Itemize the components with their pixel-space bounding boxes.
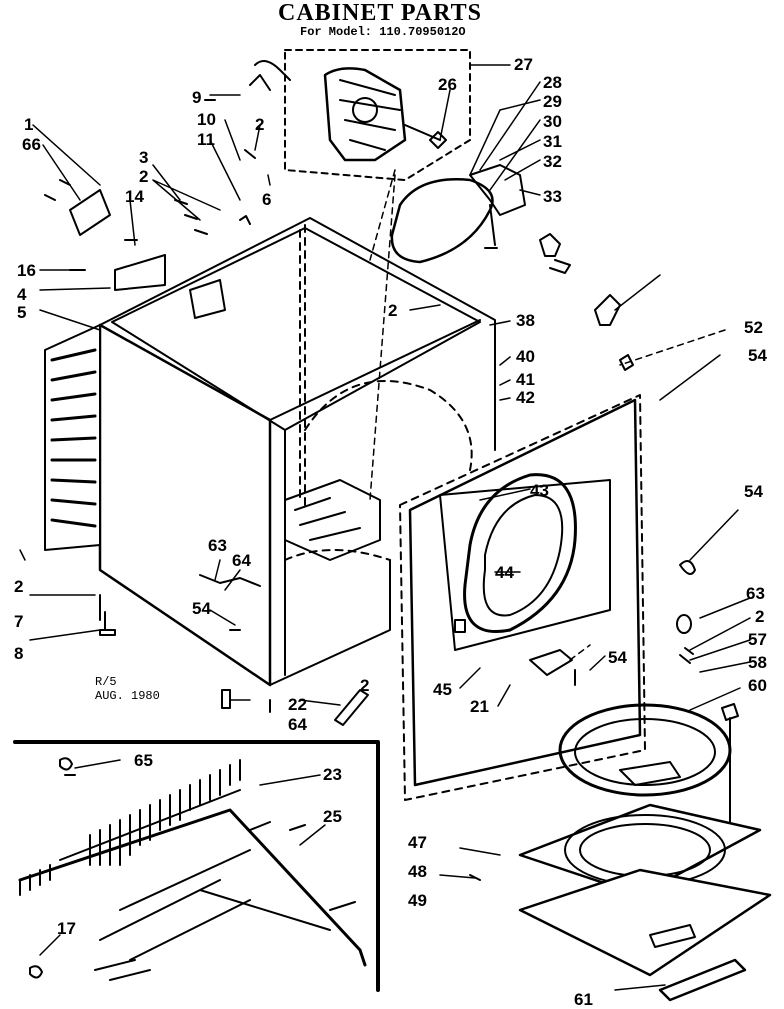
callout-9: 9	[192, 88, 201, 107]
callout-11: 11	[197, 130, 215, 149]
callout-3: 3	[139, 148, 148, 167]
callout-47: 47	[408, 833, 427, 852]
callout-21: 21	[470, 697, 489, 716]
callout-40: 40	[516, 347, 535, 366]
callout-2b: 2	[255, 115, 264, 134]
leader-lines	[19, 64, 751, 991]
hinge-pin	[679, 647, 694, 664]
idler-bracket	[469, 164, 526, 249]
callout-17: 17	[57, 919, 76, 938]
callout-44: 44	[495, 563, 514, 582]
cabinet-foot	[99, 611, 116, 636]
callout-54c: 54	[608, 648, 627, 667]
callout-16: 16	[17, 261, 36, 280]
callout-22: 22	[288, 695, 307, 714]
callout-57: 58	[748, 653, 767, 672]
callout-54b: 57	[748, 630, 767, 649]
callout-2f: 2	[360, 676, 369, 695]
callout-10: 10	[197, 110, 216, 129]
callout-65: 65	[134, 751, 153, 770]
callout-7: 7	[14, 612, 23, 631]
bracket-52	[679, 560, 696, 575]
callout-50: 52	[744, 318, 763, 337]
callout-14: 14	[125, 187, 144, 206]
callout-45: 45	[433, 680, 452, 699]
callout-labels: 1 66 3 2 14 16 4 5 9 10 11 2 6 26 27 28 …	[14, 55, 767, 1009]
callout-66: 66	[22, 135, 41, 154]
part-61-62	[199, 574, 261, 631]
callout-27: 27	[514, 55, 533, 74]
callout-58: 60	[748, 676, 767, 695]
callout-43: 43	[530, 481, 549, 500]
callout-2d: 2	[755, 607, 764, 626]
cabinet-frame	[44, 217, 496, 713]
callout-60: 61	[574, 990, 593, 1009]
callout-26: 26	[438, 75, 457, 94]
idler-spring	[539, 233, 571, 274]
cabinet-bracket	[69, 189, 111, 236]
sensor-58	[721, 703, 739, 831]
callout-25: 25	[323, 807, 342, 826]
bracket-22	[334, 689, 369, 726]
drive-belt	[390, 178, 494, 264]
bracket-64	[221, 689, 231, 709]
door-assembly	[469, 703, 772, 1002]
front-panel	[399, 394, 646, 801]
callout-61: 63	[208, 536, 227, 555]
callout-62: 64	[232, 551, 251, 570]
callout-64: 64	[288, 715, 307, 734]
motor-assembly	[249, 49, 471, 181]
revision-note: R/5	[95, 675, 117, 689]
callout-63: 63	[746, 584, 765, 603]
washer-63	[676, 614, 692, 634]
callout-42: 42	[516, 388, 535, 407]
callout-49: 49	[408, 891, 427, 910]
model-subtitle: For Model: 110.7095012O	[300, 25, 466, 39]
callout-5: 5	[17, 303, 26, 322]
diagram-title: CABINET PARTS	[278, 0, 482, 26]
callout-1: 1	[24, 115, 33, 134]
callout-31: 31	[543, 132, 562, 151]
callout-2a: 2	[139, 167, 148, 186]
door-switch	[594, 294, 621, 326]
callout-8: 8	[14, 644, 23, 663]
callout-4: 4	[17, 285, 27, 304]
callout-52: 54	[744, 482, 763, 501]
latch-part	[619, 354, 634, 371]
revision-date: AUG. 1980	[95, 689, 160, 703]
callout-51: 54	[748, 346, 767, 365]
callout-23: 23	[323, 765, 342, 784]
callout-48: 48	[408, 862, 427, 881]
callout-54a: 54	[192, 599, 211, 618]
wiring-harness-inset	[13, 740, 380, 992]
callout-30: 30	[543, 112, 562, 131]
screw-parts	[44, 99, 256, 271]
callout-41: 41	[516, 370, 535, 389]
callout-32: 32	[543, 152, 562, 171]
callout-2e: 2	[14, 577, 23, 596]
callout-6: 6	[262, 190, 271, 209]
callout-2c: 2	[388, 301, 397, 320]
callout-29: 29	[543, 92, 562, 111]
callout-33: 33	[543, 187, 562, 206]
callout-28: 28	[543, 73, 562, 92]
callout-38: 38	[516, 311, 535, 330]
